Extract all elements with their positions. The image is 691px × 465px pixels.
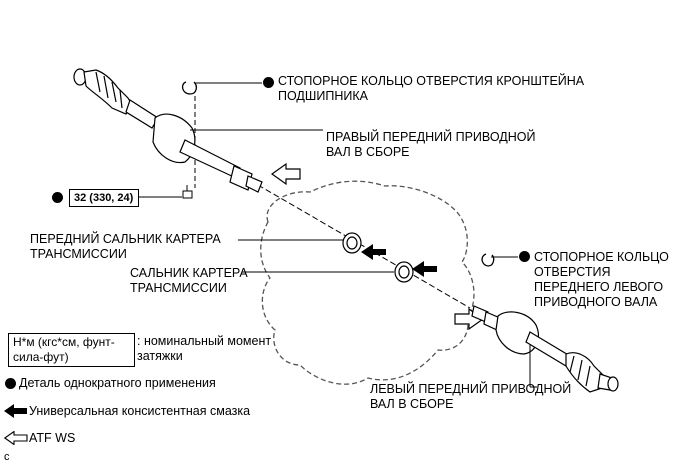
legend-torque-units-box: Н*м (кгс*см, фунт- сила-фут) [8,333,135,367]
atf-arrow-right-shaft [270,162,301,186]
legend-atf-hollow-arrow-icon [4,431,28,445]
label-front-oil-seal: ПЕРЕДНИЙ САЛЬНИК КАРТЕРА ТРАНСМИССИИ [30,232,221,261]
left-drive-shaft-graphic [471,305,619,393]
shaft-axis-line [257,184,471,309]
right-drive-shaft-graphic [73,68,263,193]
snap-ring-top [181,81,197,95]
front-oil-seal-graphic [342,232,362,254]
legend-torque-units-line1: Н*м (кгс*см, фунт- [13,335,115,349]
legend-torque-units-line2: сила-фут) [13,350,69,364]
non-reusable-mark-torque [52,192,63,203]
label-snap-ring-left: СТОПОРНОЕ КОЛЬЦО ОТВЕРСТИЯ ПЕРЕДНЕГО ЛЕВ… [534,250,669,309]
torque-value: 32 (330, 24) [74,192,134,204]
label-snap-ring-bracket: СТОПОРНОЕ КОЛЬЦО ОТВЕРСТИЯ КРОНШТЕЙНА ПО… [278,74,585,103]
grease-arrow-trans-seal [412,261,437,277]
legend-grease-text: Универсальная консистентная смазка [29,404,251,418]
legend-grease-arrow-icon [4,404,27,418]
leader-lines [138,82,537,388]
non-reusable-mark-snap-ring-left [519,251,530,262]
bolt-graphic [182,185,193,199]
label-left-drive-shaft: ЛЕВЫЙ ПЕРЕДНИЙ ПРИВОДНОЙ ВАЛ В СБОРЕ [370,382,572,411]
legend-non-reusable-text: Деталь однократного применения [19,376,216,390]
grease-arrow-front-seal [361,244,386,260]
legend-atf-text: ATF WS [29,431,76,445]
legend-non-reusable-dot [5,378,16,389]
label-trans-oil-seal: САЛЬНИК КАРТЕРА ТРАНСМИССИИ [130,266,248,295]
non-reusable-mark-snap-ring-bracket [263,77,274,88]
transmission-case-outline [260,180,475,385]
snap-ring-left [481,253,495,267]
torque-value-box: 32 (330, 24) [69,189,139,207]
trans-oil-seal-graphic [394,261,414,283]
legend-torque-desc: : номинальный момент затяжки [137,334,272,363]
label-right-drive-shaft: ПРАВЫЙ ПЕРЕДНИЙ ПРИВОДНОЙ ВАЛ В СБОРЕ [326,130,536,159]
corner-mark: c [4,451,10,463]
